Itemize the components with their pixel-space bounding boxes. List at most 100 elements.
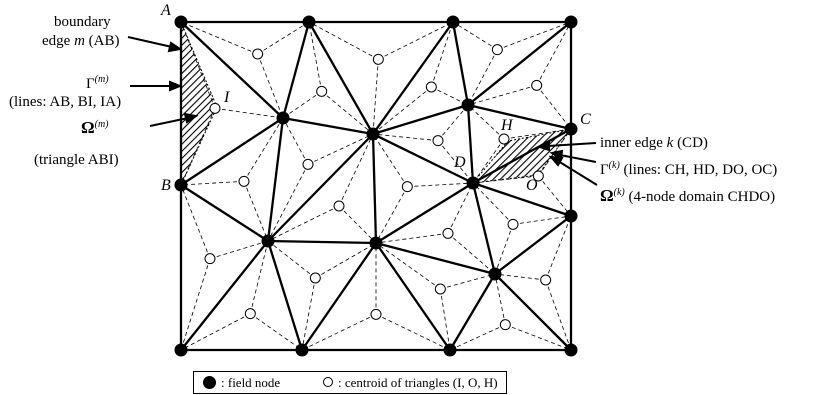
centroid-link [375,242,441,290]
centroid-link [447,233,496,275]
field-node [564,343,578,357]
centroid-marker [333,200,345,212]
centroid-marker [244,308,256,320]
point-label-i: I [224,89,230,106]
point-label-a: A [161,2,171,19]
centroid-link [512,215,572,225]
centroid-link [180,21,216,109]
centroid-link [282,117,309,165]
boundary-edge-label: edge m (AB) [42,33,120,49]
field-node [564,15,578,29]
mesh-edge [451,21,470,106]
centroid-marker [252,48,264,60]
mesh-edge [308,21,374,135]
centroid-marker [499,319,511,331]
centroid-marker [204,253,216,265]
centroid-link [257,21,310,55]
inner-edge-label: inner edge k (CD) [600,135,708,151]
centroid-link [378,21,454,60]
point-label-d: D [454,154,466,171]
mesh-edge [372,132,474,185]
centroid-link [372,133,439,142]
centroid-link [267,240,316,279]
mesh-edge [449,273,496,351]
centroid-link [321,91,374,135]
field-node [564,209,578,223]
mesh-edge [372,103,469,136]
centroid-link [375,186,408,244]
mesh-edge [266,240,304,351]
mesh-edge [472,181,572,218]
field-node [466,176,480,190]
centroid-link [307,133,374,165]
centroid-link [372,86,432,135]
centroid-link [338,205,377,244]
centroid-link [338,133,374,207]
legend: : field node : centroid of triangles (I,… [193,371,507,394]
centroid-legend-icon [323,377,333,387]
mesh-edge [267,239,377,245]
centroid-link [430,21,454,88]
centroid-link [209,240,269,260]
omega-k-label: Ω(k) (4-node domain CHDO) [600,186,776,205]
mesh-edge [494,273,572,351]
centroid-marker [302,158,314,170]
mesh-edge [180,240,269,351]
centroid-link [472,175,539,184]
centroid-link [180,180,245,186]
centroid-link [467,84,537,106]
centroid-markers [204,44,552,331]
centroid-link [180,258,211,351]
field-node-legend-label: : field node [221,375,281,390]
field-node [369,236,383,250]
centroid-link [497,21,572,51]
mesh-edge [375,182,474,244]
boundary-label: boundary [54,14,111,30]
centroid-link [180,313,251,351]
centroid-marker [370,308,382,320]
omega-m-label: Ω(m) [81,118,109,137]
centroid-link [375,232,449,244]
mesh-edge [466,104,475,184]
field-node [443,343,457,357]
mesh-edge [301,242,377,351]
centroid-link [308,21,323,92]
field-node [276,111,290,125]
mesh-diagram [127,15,598,357]
centroid-link [538,175,572,217]
centroid-link [472,182,514,225]
centroid-link [449,324,506,351]
field-node [174,343,188,357]
centroid-marker [540,274,552,286]
centroid-marker [432,135,444,147]
centroid-link [437,140,474,184]
centroid-link [494,224,514,275]
centroid-link [467,49,498,106]
centroid-marker [425,81,437,93]
centroid-link [494,273,506,325]
point-label-o: O [526,177,538,194]
centroid-link [545,215,572,281]
centroid-marker [372,53,384,65]
centroid-link [308,21,379,60]
centroid-marker [531,79,543,91]
field-node [261,234,275,248]
mesh-edge [180,184,269,242]
field-node-markers [174,15,578,357]
centroid-marker [209,102,221,114]
centroid-link [372,133,408,187]
mesh-edge [494,215,572,275]
mesh-edge [472,127,572,185]
centroid-link [301,277,316,351]
centroid-link [250,313,303,351]
field-node [446,15,460,29]
omega-m-region [180,21,218,186]
centroid-legend-label: : centroid of triangles (I, O, H) [338,375,498,390]
centroid-marker [401,181,413,193]
omega-m-triangle: (triangle ABI) [34,152,119,168]
centroid-marker [316,85,328,97]
centroid-link [447,182,474,234]
mesh-edge [267,133,374,242]
centroid-link [440,273,496,290]
centroid-link [267,164,309,242]
